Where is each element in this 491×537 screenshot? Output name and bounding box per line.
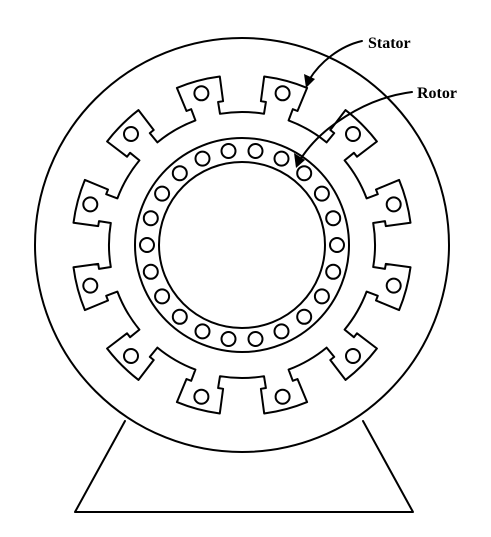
- stator-conductor: [193, 388, 210, 405]
- rotor-conductor: [296, 308, 313, 325]
- rotor-outer-edge: [134, 137, 350, 353]
- rotor-conductor: [194, 323, 211, 340]
- rotor-conductor: [313, 288, 330, 305]
- stator-conductor: [193, 85, 210, 102]
- stator-conductor: [274, 85, 291, 102]
- stator-conductor: [385, 196, 402, 213]
- stator-conductor: [82, 277, 99, 294]
- stator-conductor: [123, 348, 139, 364]
- rotor-conductor: [313, 185, 330, 202]
- rotor-conductor: [325, 210, 342, 227]
- stator-conductor: [385, 277, 402, 294]
- rotor-conductor: [247, 143, 264, 159]
- rotor-conductor: [154, 185, 171, 202]
- stator-conductor: [345, 348, 361, 364]
- rotor-conductor: [154, 288, 171, 305]
- stator-conductor: [123, 126, 139, 142]
- rotor-conductor: [142, 263, 159, 280]
- stator-leader: [304, 40, 363, 88]
- rotor-conductor: [142, 210, 159, 227]
- rotor-conductors: [139, 143, 345, 347]
- rotor-conductor: [220, 143, 237, 159]
- stator-slot-outline: [72, 75, 412, 415]
- rotor-conductor: [220, 331, 237, 347]
- rotor-conductor: [171, 308, 188, 325]
- mounting-base: [74, 420, 414, 513]
- rotor-conductor: [296, 165, 313, 182]
- stator-frame: [34, 37, 450, 453]
- rotor-label: Rotor: [417, 85, 457, 102]
- stator-conductor: [345, 126, 361, 142]
- rotor-conductor: [273, 150, 290, 167]
- rotor-conductor: [171, 165, 188, 182]
- rotor-leader: [294, 91, 413, 168]
- rotor-conductor: [194, 150, 211, 167]
- rotor-conductor: [247, 331, 264, 347]
- rotor-conductor: [139, 237, 155, 253]
- stator-conductor: [274, 388, 291, 405]
- stator-conductor: [82, 196, 99, 213]
- rotor-conductor: [325, 263, 342, 280]
- stator-conductors: [82, 85, 402, 405]
- stator-label: Stator: [368, 35, 411, 52]
- rotor-inner-edge: [158, 161, 326, 329]
- rotor-conductor: [329, 237, 345, 253]
- rotor-conductor: [273, 323, 290, 340]
